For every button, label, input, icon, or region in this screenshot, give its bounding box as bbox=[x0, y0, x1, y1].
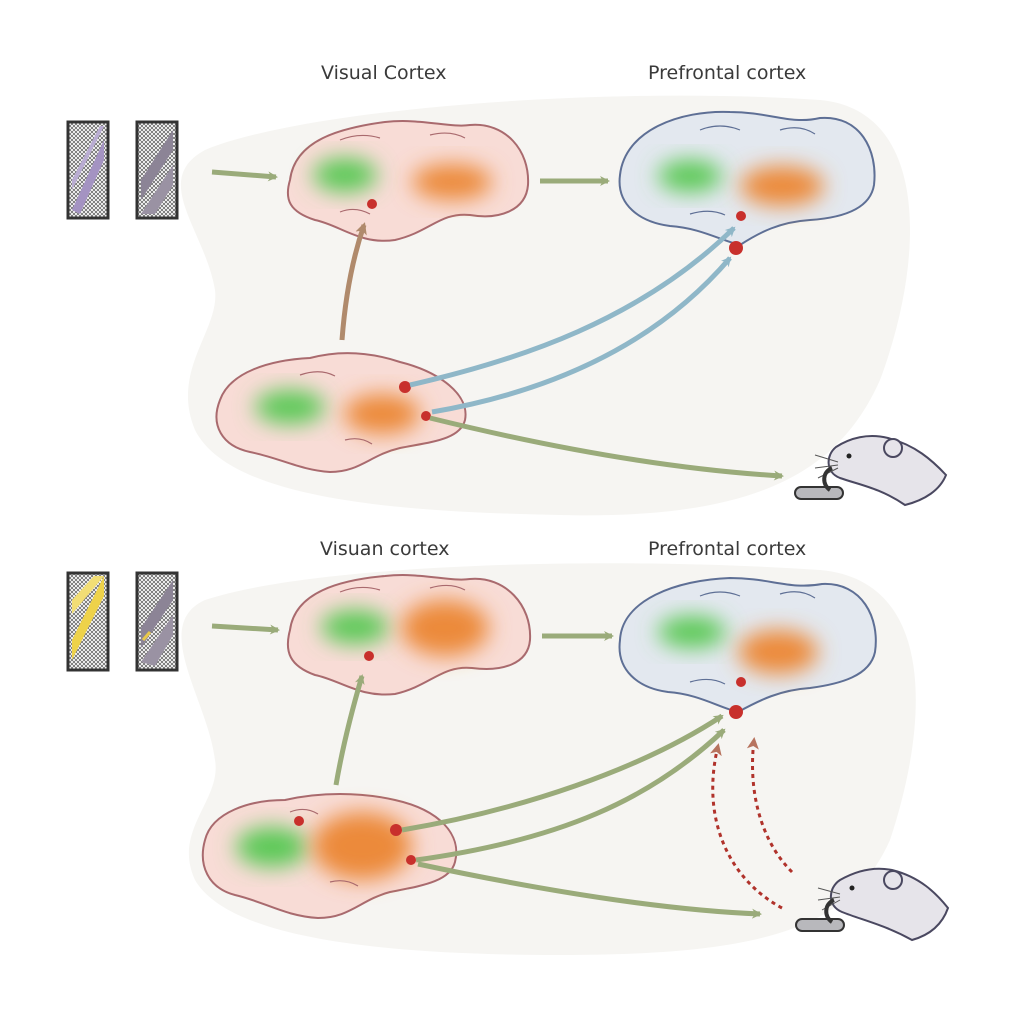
stimulus-gray-grating bbox=[135, 120, 179, 220]
prefrontal-cortex-label-bottom: Prefrontal cortex bbox=[648, 538, 807, 560]
top-panel bbox=[66, 95, 948, 516]
stimulus-purple-grating bbox=[66, 120, 110, 220]
orange-region bbox=[738, 630, 818, 674]
green-region bbox=[658, 160, 722, 192]
node bbox=[294, 816, 304, 826]
prefrontal-cortex-label-top: Prefrontal cortex bbox=[648, 62, 807, 84]
green-region bbox=[658, 616, 726, 648]
orange-region bbox=[344, 394, 420, 434]
bottom-panel bbox=[66, 563, 950, 955]
feedback-dashed-arrow bbox=[710, 743, 783, 910]
orange-region bbox=[312, 812, 412, 880]
output-arrow bbox=[417, 861, 762, 919]
water-spout-icon bbox=[795, 898, 845, 932]
node bbox=[367, 199, 377, 209]
visual-cortex-label-top: Visual Cortex bbox=[321, 62, 447, 84]
visual-cortex-label-bottom: Visuan cortex bbox=[320, 538, 450, 560]
node bbox=[736, 677, 746, 687]
node bbox=[399, 381, 411, 393]
projection-arrow-blue bbox=[409, 226, 736, 388]
node bbox=[364, 651, 374, 661]
orange-region bbox=[412, 164, 492, 200]
ascending-arrow bbox=[339, 222, 367, 341]
node bbox=[729, 705, 743, 719]
projection-arrow-blue bbox=[431, 256, 732, 415]
input-arrow bbox=[211, 623, 280, 635]
projection-arrow-green bbox=[401, 713, 724, 833]
visual-cortex bbox=[286, 120, 530, 242]
stimulus-yellow-grating bbox=[66, 571, 110, 672]
ascending-arrow bbox=[333, 674, 365, 786]
output-arrow bbox=[429, 415, 784, 481]
visual-cortex bbox=[286, 574, 532, 696]
node bbox=[421, 411, 431, 421]
green-region bbox=[313, 158, 377, 192]
node bbox=[406, 855, 416, 865]
prefrontal-cortex bbox=[618, 110, 876, 255]
node bbox=[390, 824, 402, 836]
source-cortex bbox=[215, 352, 467, 474]
green-region bbox=[255, 390, 325, 424]
prefrontal-cortex bbox=[618, 576, 877, 719]
node bbox=[729, 241, 743, 255]
water-spout-icon bbox=[794, 466, 844, 500]
green-region bbox=[236, 827, 308, 867]
orange-region bbox=[740, 166, 824, 206]
stimulus-gray-grating bbox=[135, 571, 179, 672]
node bbox=[736, 211, 746, 221]
mouse-icon bbox=[814, 435, 948, 507]
orange-region bbox=[401, 600, 489, 656]
source-cortex bbox=[201, 793, 458, 920]
projection-arrow-green bbox=[415, 728, 726, 863]
input-arrow bbox=[211, 169, 278, 182]
green-region bbox=[321, 610, 389, 644]
mouse-icon bbox=[817, 867, 950, 942]
